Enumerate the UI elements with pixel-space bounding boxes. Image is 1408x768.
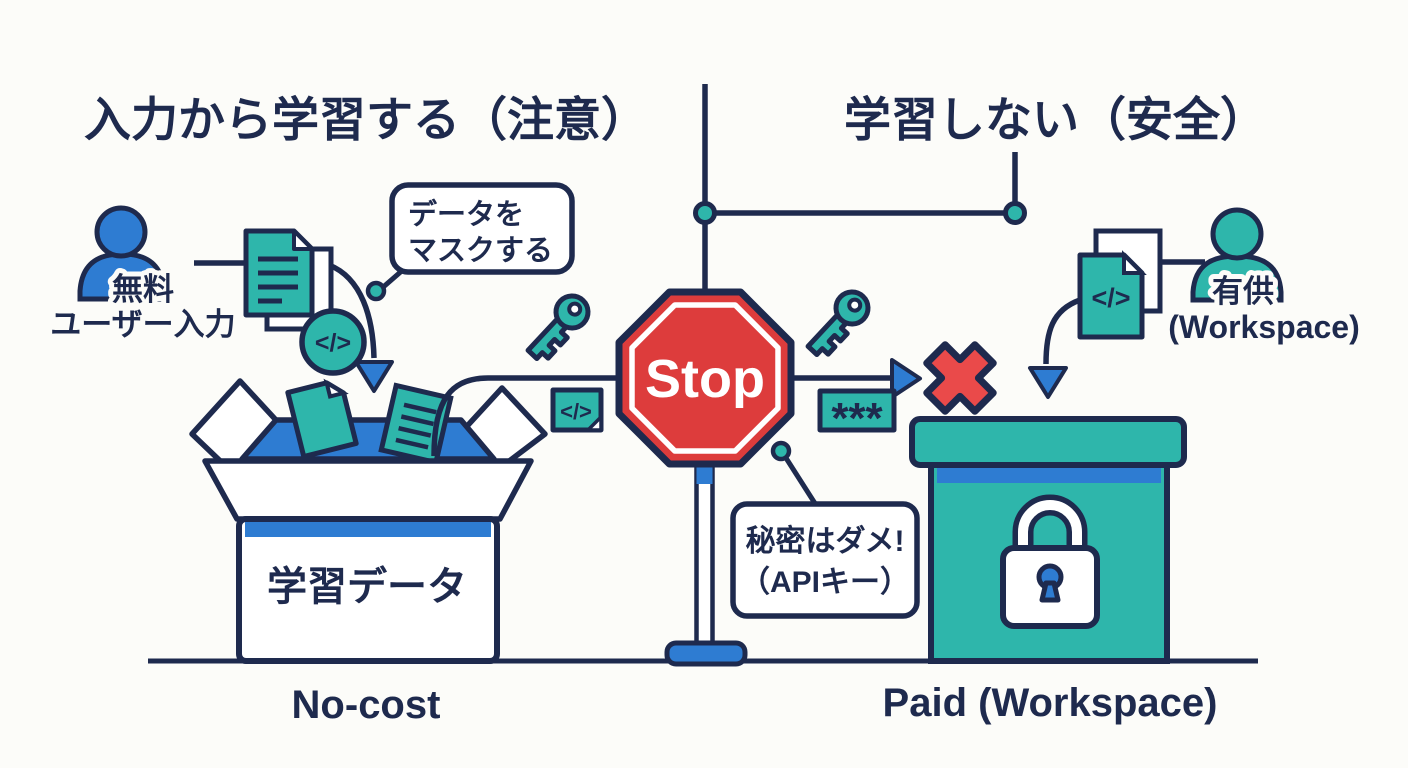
svg-text:</>: </>	[560, 399, 592, 424]
label-no-cost: No-cost	[292, 683, 441, 727]
training-data-label: 学習データ	[267, 564, 467, 609]
masked-password-badge: ***	[817, 388, 897, 443]
connector-node-icon	[693, 201, 717, 225]
locked-box	[909, 416, 1187, 664]
open-box: 学習データ	[189, 378, 548, 664]
code-circle-icon: </>	[299, 308, 367, 376]
down-arrow-right-icon	[1028, 366, 1068, 399]
mask-data-callout: データを マスクする	[365, 182, 575, 302]
svg-text:***: ***	[831, 394, 883, 443]
code-badge-icon: </>	[550, 387, 604, 433]
falling-document-icon	[378, 382, 454, 466]
stop-label: Stop	[645, 349, 765, 409]
flow-line-left	[431, 375, 628, 457]
paid-user-label-line2: (Workspace)	[1168, 309, 1359, 345]
secret-callout-line1: 秘密はダメ!	[745, 524, 904, 558]
falling-document-icon	[285, 378, 359, 460]
key-icon-right	[805, 289, 871, 358]
secret-callout-line2: （APIキー）	[740, 565, 910, 599]
title-left: 入力から学習する（注意）	[84, 93, 648, 146]
paid-user-label-line1: 有供	[1212, 274, 1274, 309]
document-icon-right: </>	[1043, 228, 1163, 365]
connector-node-icon	[1003, 201, 1027, 225]
down-arrow-left-icon	[354, 360, 394, 393]
right-arrowhead-icon	[890, 358, 922, 399]
svg-text:</>: </>	[315, 329, 351, 357]
free-user-icon	[77, 205, 167, 302]
title-right: 学習しない（安全）	[844, 93, 1267, 146]
document-icon-left	[243, 228, 377, 359]
label-paid: Paid (Workspace)	[883, 681, 1218, 725]
paid-user-icon	[1190, 207, 1284, 303]
secret-callout: 秘密はダメ! （APIキー）	[730, 440, 920, 619]
mask-callout-line2: マスクする	[408, 234, 553, 267]
stop-sign: Stop	[615, 288, 795, 667]
mask-callout-line1: データを	[408, 197, 524, 231]
free-user-label-line2: ユーザー入力	[50, 307, 235, 342]
x-mark-icon	[923, 341, 997, 415]
svg-text:</>: </>	[1091, 283, 1130, 313]
padlock-icon	[1000, 494, 1100, 629]
free-user-label-line1: 無料	[112, 272, 174, 307]
key-icon-left	[525, 293, 591, 362]
